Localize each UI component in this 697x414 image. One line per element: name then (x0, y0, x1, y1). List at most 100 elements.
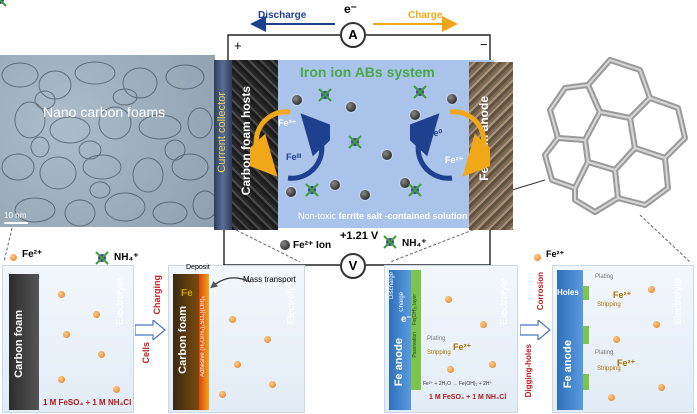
fe2-label-4b: Fe²⁺ (617, 358, 636, 368)
fe-anode-electrode (389, 270, 411, 410)
minus-terminal: − (480, 37, 488, 52)
solution-label-b: ferrite salt -contained solution (338, 211, 468, 221)
panel-fe-anode-corroded: Fe anode Holes Plating Stripping Fe²⁺ Pl… (552, 265, 694, 413)
discharge-label: Discharge (258, 10, 307, 21)
corrosion-arrow (520, 320, 551, 340)
fe-ion (219, 391, 226, 398)
fe-ion (234, 361, 241, 368)
electron-label: e⁻ (344, 2, 358, 16)
legend-fe2-marker-right (534, 254, 541, 261)
electrolyte-label-4: Electrolyte (673, 278, 684, 325)
plating-label-4a: Plating (595, 274, 614, 280)
plating-label: Plating (427, 336, 446, 342)
deposit-label: Deposit (186, 264, 210, 271)
fe-anode-label-4: Fe anode (562, 340, 574, 389)
fe2-right-label: Fe²⁺ (445, 155, 464, 165)
fe-ion (382, 150, 392, 160)
fe-deposit-label: Fe (181, 288, 193, 299)
fe-ion (292, 95, 302, 105)
charge-label: Charge (408, 10, 443, 21)
legend-fe-ion-marker (280, 240, 290, 250)
fe-ion (98, 351, 105, 358)
legend-fe-ion-label: Fe²⁺ Ion (293, 240, 332, 251)
fe-ion (346, 102, 356, 112)
fe-ion (286, 187, 296, 197)
mass-transport-arrow (210, 277, 251, 289)
fe-ion (93, 311, 100, 318)
fe-ion (658, 384, 665, 391)
plating-label-4b: Plating (595, 350, 614, 356)
holes-label: Holes (557, 288, 579, 297)
charge-side-label: Charge (399, 292, 405, 312)
fe-ion (447, 366, 454, 373)
current-collector (214, 60, 232, 230)
electron-inside-label: e⁻ (401, 314, 412, 325)
plating-patch (583, 286, 589, 300)
corrosion-label: Corrosion (536, 272, 545, 311)
passivation-layer (411, 270, 421, 390)
carbon-foam-label-2: Carbon foam (177, 306, 189, 374)
adhesive-label: Adhesive (H₂O/H₄)₂SO₄)(OH)₆ (200, 296, 206, 377)
plus-terminal: + (234, 38, 242, 53)
fe-ion (613, 336, 620, 343)
fe-ion (269, 381, 276, 388)
corroded-fe-anode (557, 270, 583, 410)
fe-ion (648, 286, 655, 293)
fe-ion (489, 361, 496, 368)
charged-carbon-foam (173, 274, 199, 410)
fe-ion (410, 110, 420, 120)
passivation-label: Passivation (412, 332, 418, 358)
fe3-left-label: Fe³⁺ (278, 118, 297, 128)
solution-label-a: Non-toxic (298, 211, 339, 221)
adhesive-layer (199, 274, 209, 410)
electrolyte-label: Electrolyte (115, 278, 126, 325)
panel-fe-anode: Fe anode Discharge Charge e⁻ Passivation… (384, 265, 518, 413)
fe-ion (264, 336, 271, 343)
discharge-side-label: Discharge (389, 272, 395, 300)
fe-ion (229, 316, 236, 323)
nano-carbon-foams-label: Nano carbon foams (43, 104, 166, 120)
fe-ion (400, 178, 410, 188)
electrolyte-label-3: Electrolyte (499, 278, 510, 325)
fe-ion (480, 321, 487, 328)
fe2-label-4a: Fe²⁺ (613, 290, 632, 300)
charging-label: Charging (152, 275, 162, 315)
fe-ion (447, 94, 457, 104)
solution-label: Non-toxic ferrite salt -contained soluti… (298, 211, 468, 221)
composition-label-3: 1 M FeSO₄ + 1 M NH₄Cl (429, 394, 507, 401)
electrolyte-label-2: Electrolyte (286, 278, 297, 325)
fe-ion (58, 291, 65, 298)
voltmeter: V (340, 253, 366, 279)
panel-carbon-foam-initial: Carbon foam Electrolyte 1 M FeSO₄ + 1 M … (2, 265, 134, 413)
ammeter: A (340, 22, 366, 48)
hydroxide-label: Fe(OH)₂ layer (412, 294, 418, 325)
fe0-right-label: Fe⁰ (428, 128, 443, 138)
legend-fe2-marker (10, 254, 17, 261)
fe-ion (445, 296, 452, 303)
fe3-mid-label: Feᴵᴵᴵ (286, 152, 302, 162)
legend-fe2-label: Fe²⁺ (22, 249, 43, 260)
fe-ion (58, 376, 65, 383)
left-redox-cycle (250, 109, 330, 181)
carbon-foam-electrode (9, 274, 39, 410)
composition-label: 1 M FeSO₄ + 1 M NH₄Cl (43, 398, 132, 407)
digging-holes-label: Digging-holes (524, 344, 533, 398)
fe-ion (113, 386, 120, 393)
legend-nh4-label: NH₄⁺ (402, 238, 427, 249)
fe-ion (360, 190, 370, 200)
voltage-label: +1.21 V (340, 230, 379, 242)
fe-ion (653, 321, 660, 328)
stripping-label-4a: Stripping (597, 302, 621, 308)
charging-arrow (135, 320, 166, 340)
carbon-foam-label: Carbon foam (13, 310, 25, 378)
tem-image: Nano carbon foams 10 nm (0, 55, 215, 227)
right-redox-cycle (410, 109, 490, 181)
scale-bar-label: 10 nm (4, 211, 27, 220)
nh4-icon (0, 0, 7, 7)
stripping-label-4b: Stripping (597, 366, 621, 372)
cells-label: Cells (141, 342, 151, 364)
scale-bar (4, 222, 28, 224)
cell-title: Iron ion ABs system (300, 64, 435, 80)
fe2-stripped-label: Fe²⁺ (453, 342, 472, 352)
